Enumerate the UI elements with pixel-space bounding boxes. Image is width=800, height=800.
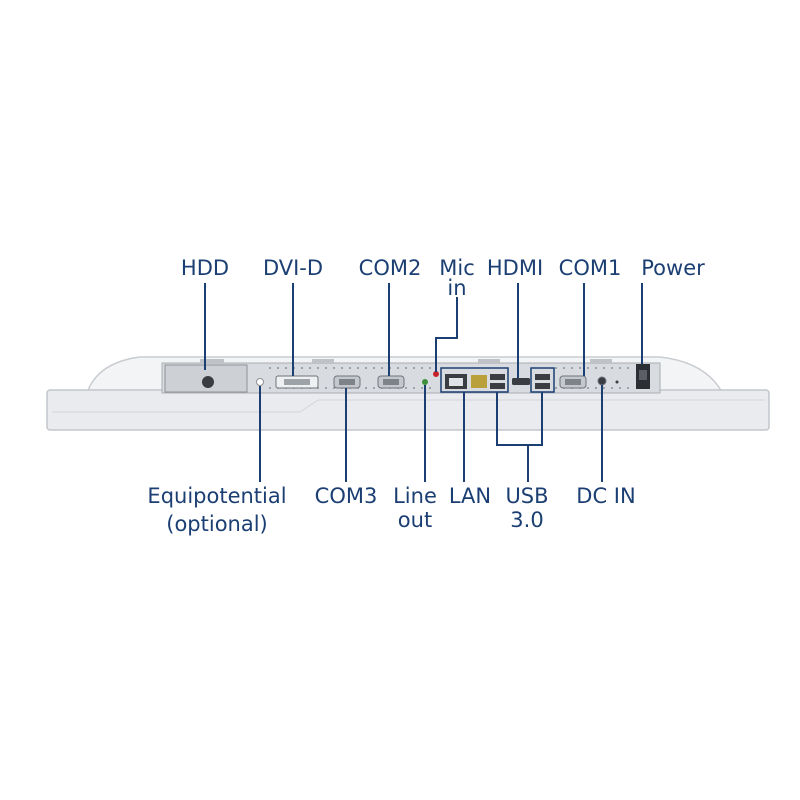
- label-power: Power: [641, 256, 705, 280]
- label-lan: LAN: [448, 484, 492, 508]
- usb-port-2a: [535, 374, 550, 380]
- label-line-out: Line out: [393, 484, 437, 532]
- label-mic-in: Mic in: [439, 256, 475, 300]
- hdmi-port: [512, 378, 530, 385]
- label-dvi-d: DVI-D: [262, 256, 324, 280]
- equipotential-screw: [256, 378, 264, 386]
- usb-port-1a: [490, 374, 505, 380]
- usb-port-2b: [535, 383, 550, 389]
- label-com1: COM1: [558, 256, 622, 280]
- monitor-chassis-edge: [46, 389, 770, 431]
- leader-mic-in: [435, 297, 458, 372]
- label-hdmi: HDMI: [486, 256, 544, 280]
- lan-usb-group-frame: [440, 367, 509, 393]
- leader-lines: [204, 283, 643, 482]
- label-dc-in: DC IN: [576, 484, 636, 508]
- label-com2: COM2: [358, 256, 422, 280]
- leader-usb-bracket: [496, 392, 543, 446]
- mic-in-jack: [433, 371, 439, 377]
- label-usb: USB 3.0: [505, 484, 549, 532]
- dc-in-jack: [597, 376, 607, 386]
- label-equipotential: Equipotential (optional): [147, 484, 287, 536]
- lan-led-jack: [471, 375, 487, 388]
- dc-small-dot: [615, 380, 619, 384]
- usb-port-1b: [490, 383, 505, 389]
- line-out-jack: [422, 379, 428, 385]
- hdd-screw: [202, 376, 214, 388]
- label-com3: COM3: [314, 484, 378, 508]
- label-hdd: HDD: [180, 256, 230, 280]
